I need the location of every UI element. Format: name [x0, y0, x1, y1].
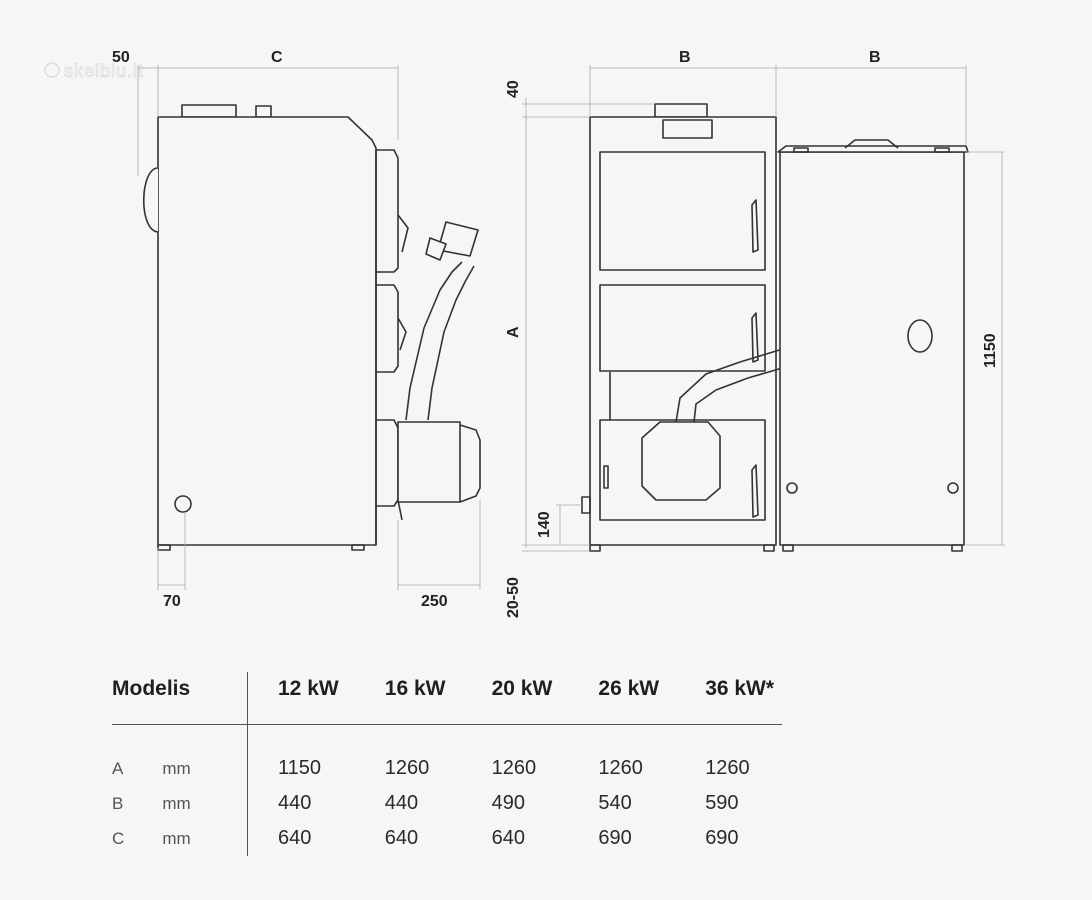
row-unit: mm: [162, 724, 249, 786]
side-dimensions: [137, 65, 481, 590]
table-cell: 440: [384, 792, 419, 814]
watermark: skelbiu.lt: [44, 61, 144, 81]
row-label: C: [112, 828, 125, 848]
model-header: 16 kW: [354, 672, 462, 725]
dimensions-table: Modelis 12 kW 16 kW 20 kW 26 kW 36 kW* A…: [112, 672, 782, 856]
table-cell: 540: [598, 792, 632, 814]
side-view: [143, 104, 481, 551]
table-cell: 440: [278, 792, 312, 814]
dim-hopper-width: B: [869, 49, 881, 66]
table-cell: 1260: [491, 757, 537, 779]
dim-side-burner-depth: 250: [421, 593, 448, 610]
model-header: 36 kW*: [675, 672, 782, 725]
table-cell: 590: [705, 792, 739, 814]
dim-side-depth: C: [271, 49, 283, 66]
row-label: B: [112, 793, 124, 813]
row-unit: mm: [162, 821, 249, 856]
model-header-label: Modelis: [112, 672, 248, 725]
dim-side-top-offset: 50: [112, 49, 130, 66]
svg-text:skelbiu.lt: skelbiu.lt: [64, 61, 144, 81]
dim-front-leg-height: 20-50: [505, 577, 522, 618]
table-cell: 640: [384, 827, 419, 849]
table-cell: 1260: [598, 757, 643, 779]
pellet-hopper: [777, 139, 969, 552]
table-row: A mm 1150 1260 1260 1260 1260: [112, 724, 782, 786]
model-header: 26 kW: [568, 672, 676, 725]
table-cell: 640: [278, 827, 312, 849]
table-cell: 640: [491, 827, 525, 849]
row-label: A: [112, 758, 124, 778]
table-row: C mm 640 640 640 690 690: [112, 821, 782, 856]
table-cell: 690: [705, 827, 739, 849]
front-dimensions: [522, 65, 1005, 552]
table-row: B mm 440 440 490 540 590: [112, 786, 782, 821]
model-header: 12 kW: [247, 672, 355, 725]
dim-front-top-offset: 40: [505, 80, 522, 98]
dim-front-width: B: [679, 49, 691, 66]
table-header-row: Modelis 12 kW 16 kW 20 kW 26 kW 36 kW*: [112, 672, 782, 725]
table-cell: 1150: [278, 757, 322, 779]
model-header: 20 kW: [461, 672, 569, 725]
dim-front-bottom-offset: 140: [536, 511, 553, 538]
table-cell: 1260: [705, 757, 750, 779]
boiler-technical-drawing: skelbiu.lt: [44, 49, 1005, 618]
dim-hopper-height: 1150: [982, 333, 999, 368]
table-cell: 1260: [384, 757, 430, 779]
table-cell: 690: [598, 827, 632, 849]
dim-side-foot-offset: 70: [163, 593, 181, 610]
row-unit: mm: [162, 786, 249, 821]
dim-front-height: A: [505, 326, 522, 338]
table-cell: 490: [491, 792, 525, 814]
